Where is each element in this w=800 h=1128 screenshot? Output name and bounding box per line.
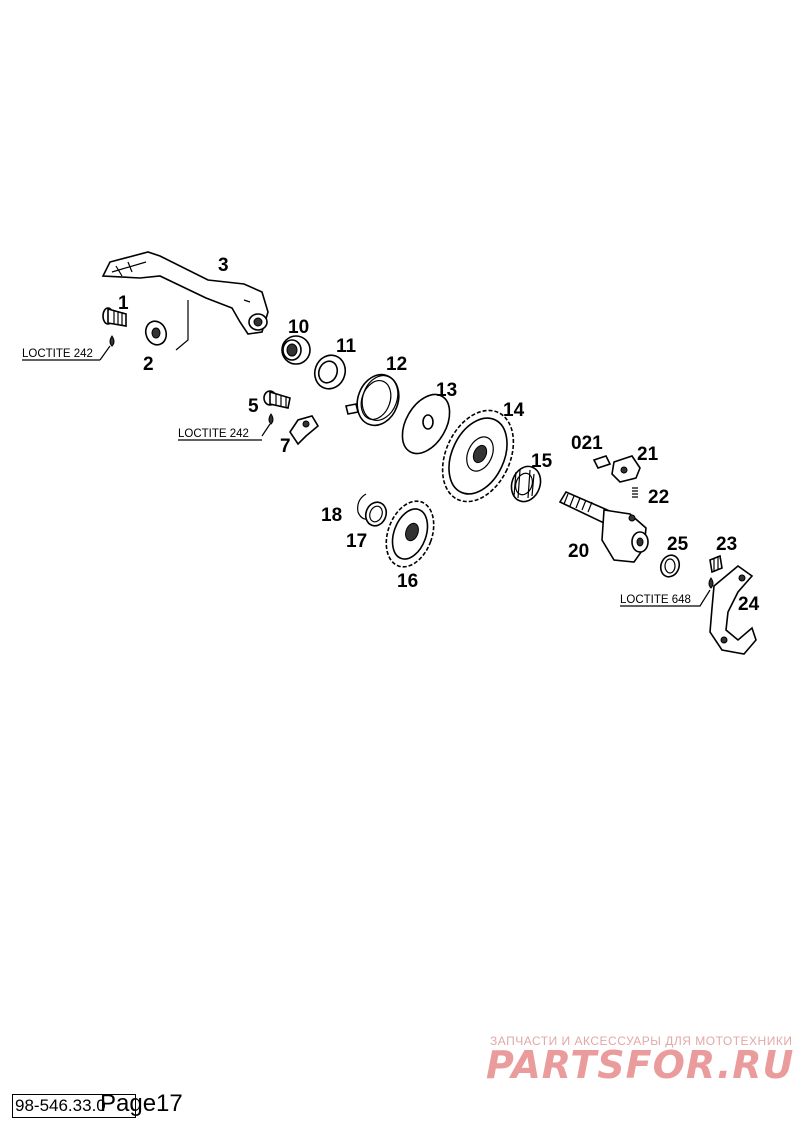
callout-18: 18 <box>321 505 342 526</box>
loctite-label-part-5: LOCTITE 242 <box>178 428 249 440</box>
loctite-label-part-23: LOCTITE 648 <box>620 594 691 606</box>
washer-part-2 <box>144 320 168 346</box>
page-label: Page17 <box>100 1090 183 1117</box>
kick-spring-part-12 <box>345 373 400 427</box>
callout-14: 14 <box>503 400 525 421</box>
guide-plate-part-24 <box>709 564 757 655</box>
spring-part-22 <box>632 487 638 498</box>
document-code: 98-546.33.0 <box>12 1094 136 1118</box>
callout-20: 20 <box>568 541 589 562</box>
callout-22: 22 <box>648 487 669 508</box>
callout-21: 21 <box>637 444 659 465</box>
callout-25: 25 <box>667 534 689 555</box>
callout-5: 5 <box>248 396 259 417</box>
bushing-part-10 <box>281 335 311 365</box>
screw-part-5 <box>261 390 291 437</box>
callout-24: 24 <box>738 594 760 615</box>
callout-1: 1 <box>118 293 129 314</box>
callout-021: 021 <box>571 433 603 454</box>
loctite-label-part-1: LOCTITE 242 <box>22 348 93 360</box>
callout-2: 2 <box>143 354 154 375</box>
callout-16: 16 <box>397 571 418 592</box>
watermark-tagline: ЗАПЧАСТИ И АКСЕССУАРЫ ДЛЯ МОТОТЕХНИКИ <box>490 1034 792 1048</box>
washer-part-17 <box>364 501 388 527</box>
callout-13: 13 <box>436 380 457 401</box>
callout-15: 15 <box>531 451 553 472</box>
watermark-brand: PARTSFOR.RU <box>486 1043 794 1087</box>
ratchet-part-21 <box>611 455 641 483</box>
pin-part-021 <box>592 455 612 469</box>
kick-starter-lever <box>101 251 269 351</box>
callout-7: 7 <box>280 436 291 457</box>
kick-gear-part-14 <box>441 409 515 503</box>
callout-10: 10 <box>288 317 309 338</box>
callout-17: 17 <box>346 531 367 552</box>
loctite-leader-23 <box>620 589 711 607</box>
callout-12: 12 <box>386 354 407 375</box>
screw-part-23 <box>708 554 723 589</box>
plate-part-13 <box>401 393 451 455</box>
kick-shaft-part-20 <box>558 490 649 563</box>
callout-3: 3 <box>218 255 229 276</box>
callout-23: 23 <box>716 534 737 555</box>
bracket-part-7 <box>289 415 320 446</box>
washer-part-25 <box>659 554 681 578</box>
callout-11: 11 <box>336 336 357 357</box>
screw-part-1 <box>99 307 127 361</box>
gear-part-16 <box>385 500 435 568</box>
bearing-part-11 <box>313 354 347 390</box>
needle-bearing-part-15 <box>510 465 542 503</box>
